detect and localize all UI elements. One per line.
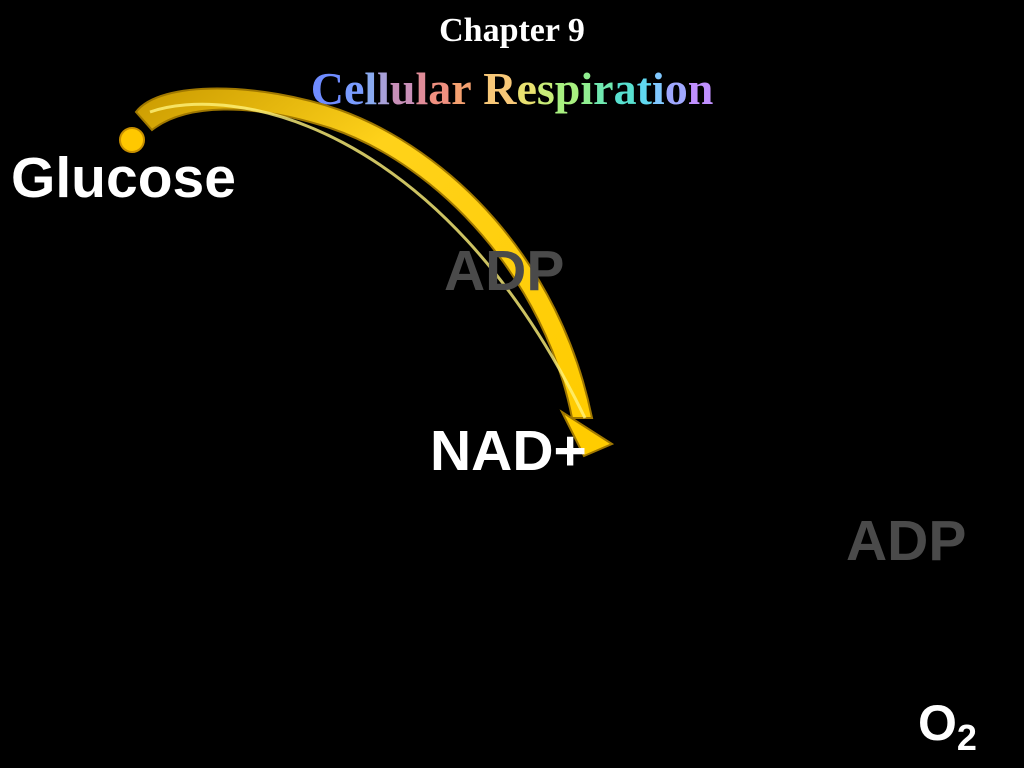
title-letter: p <box>554 63 581 114</box>
title-letter: t <box>636 63 652 114</box>
title-letter: s <box>536 63 555 114</box>
glucose-dot <box>119 127 145 153</box>
label-nad-plus: NAD+ <box>430 419 587 483</box>
label-glucose: Glucose <box>11 146 236 210</box>
arrow-highlight <box>149 102 587 419</box>
arrow-head <box>559 409 615 458</box>
title-letter: e <box>516 63 537 114</box>
title-letter: i <box>651 63 665 114</box>
label-adp-lower: ADP <box>846 509 967 573</box>
title-letter: l <box>415 63 429 114</box>
title-letter: i <box>580 63 594 114</box>
title-letter: a <box>613 63 637 114</box>
title-letter: n <box>687 63 714 114</box>
arrow-body <box>134 87 594 419</box>
title-letter: a <box>428 63 452 114</box>
title-letter: e <box>343 63 365 114</box>
title-letter: l <box>377 63 390 114</box>
oxygen-subscript: 2 <box>956 717 977 758</box>
title-letter: r <box>451 63 472 114</box>
oxygen-symbol: O <box>918 695 957 751</box>
label-adp-upper: ADP <box>444 239 565 303</box>
title-letter: u <box>389 63 416 114</box>
title-letter: R <box>483 63 517 114</box>
slide-title: Cellular Respiration <box>0 66 1024 112</box>
title-letter: l <box>364 63 378 114</box>
title-letter: r <box>593 63 614 114</box>
title-letter: o <box>664 63 688 114</box>
label-oxygen: O2 <box>918 698 977 756</box>
chapter-heading: Chapter 9 <box>439 12 585 49</box>
